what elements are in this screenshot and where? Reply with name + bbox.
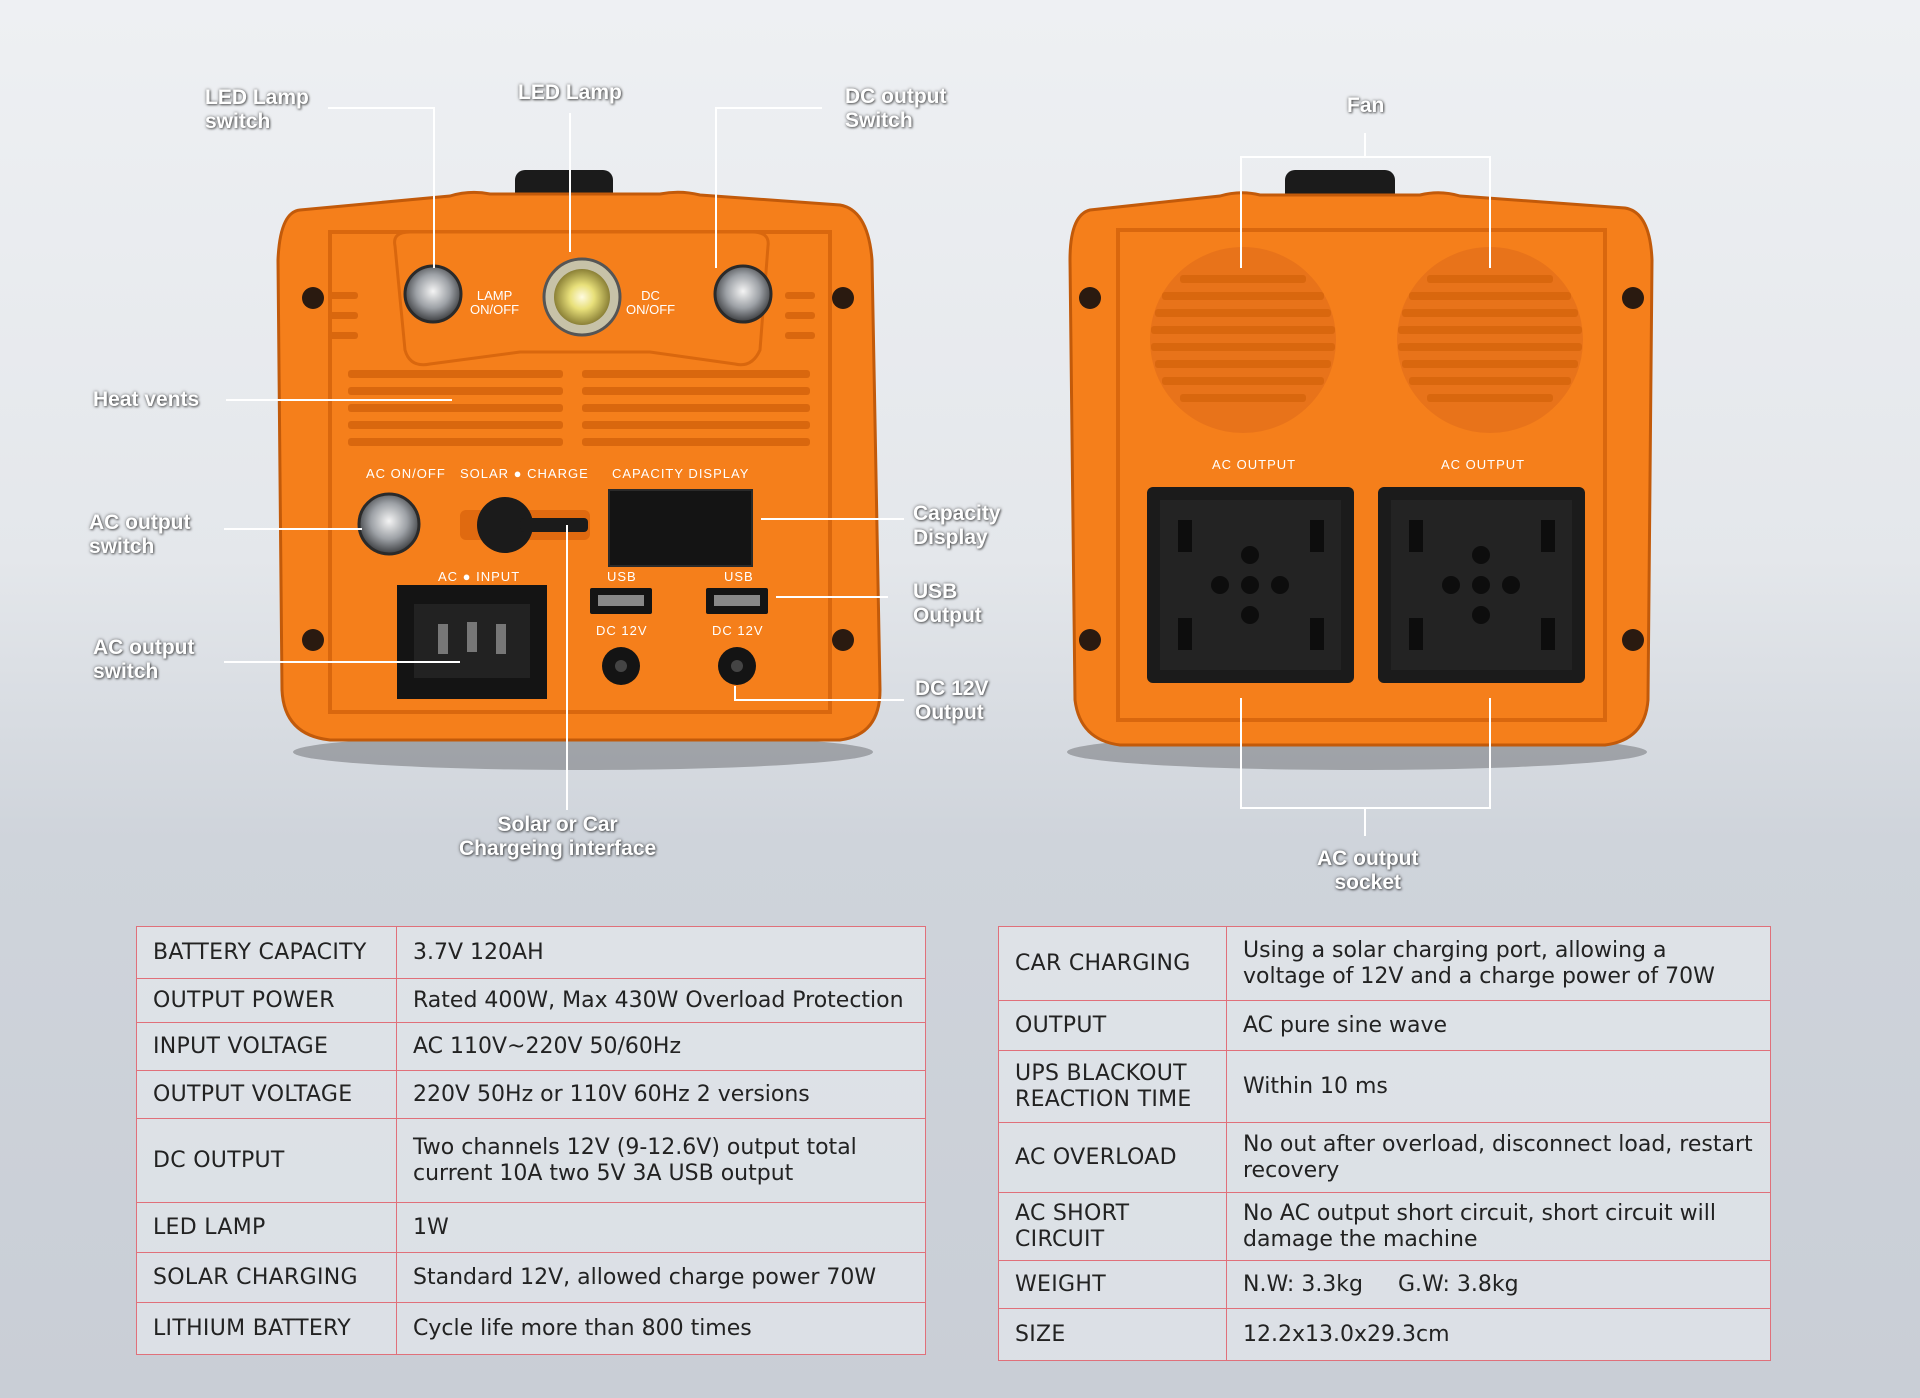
ac-onoff-label: AC ON/OFF [366, 466, 446, 481]
spec-value: 12.2x13.0x29.3cm [1226, 1308, 1771, 1361]
spec-value: Standard 12V, allowed charge power 70W [396, 1252, 926, 1303]
spec-value: AC pure sine wave [1226, 1000, 1771, 1051]
spec-key: AC SHORT CIRCUIT [998, 1192, 1227, 1261]
spec-key: BATTERY CAPACITY [136, 926, 397, 979]
spec-value: No AC output short circuit, short circui… [1226, 1192, 1771, 1261]
dc12v-label-2: DC 12V [712, 623, 764, 638]
ac-socket-2[interactable] [1378, 487, 1585, 683]
lamp-switch-button[interactable] [403, 264, 463, 324]
spec-value: No out after overload, disconnect load, … [1226, 1122, 1771, 1193]
heat-vents [348, 370, 810, 446]
fan-right [1397, 247, 1583, 433]
dc-onoff-label: DC ON/OFF [626, 288, 676, 317]
spec-key: AC OVERLOAD [998, 1122, 1227, 1193]
callout-lines [224, 107, 1491, 836]
spec-value: Within 10 ms [1226, 1050, 1771, 1123]
callout-ac-output-switch-2: AC output switch [93, 636, 195, 683]
spec-key: INPUT VOLTAGE [136, 1022, 397, 1071]
spec-value: Rated 400W, Max 430W Overload Protection [396, 978, 926, 1023]
callout-usb-output: USB Output [913, 580, 982, 627]
spec-value: N.W: 3.3kg G.W: 3.8kg [1226, 1260, 1771, 1309]
spec-key: SOLAR CHARGING [136, 1252, 397, 1303]
fan-left [1150, 247, 1336, 433]
spec-key: OUTPUT [998, 1000, 1227, 1051]
spec-value: AC 110V~220V 50/60Hz [396, 1022, 926, 1071]
ac-output-label-1: AC OUTPUT [1212, 457, 1297, 472]
callout-led-lamp-switch: LED Lamp switch [205, 86, 309, 133]
spec-key: OUTPUT POWER [136, 978, 397, 1023]
spec-key: SIZE [998, 1308, 1227, 1361]
spec-value: Cycle life more than 800 times [396, 1302, 926, 1355]
ac-switch-button[interactable] [357, 492, 421, 556]
callout-ac-output-switch: AC output switch [89, 511, 191, 558]
spec-key: WEIGHT [998, 1260, 1227, 1309]
callout-dc-12v-output: DC 12V Output [915, 677, 989, 724]
spec-key: LED LAMP [136, 1202, 397, 1253]
ac-output-label-2: AC OUTPUT [1441, 457, 1526, 472]
callout-ac-output-socket: AC output socket [1317, 847, 1419, 894]
capacity-display-label: CAPACITY DISPLAY [612, 466, 750, 481]
spec-value: 1W [396, 1202, 926, 1253]
spec-key: UPS BLACKOUT REACTION TIME [998, 1050, 1227, 1123]
spec-key: LITHIUM BATTERY [136, 1302, 397, 1355]
solar-charge-label: SOLAR ● CHARGE [460, 466, 589, 481]
ac-socket-1[interactable] [1147, 487, 1354, 683]
spec-key: CAR CHARGING [998, 926, 1227, 1001]
callout-led-lamp: LED Lamp [518, 81, 622, 104]
usb-label-1: USB [607, 569, 637, 584]
dc-switch-button[interactable] [713, 264, 773, 324]
usb-label-2: USB [724, 569, 754, 584]
callout-fan: Fan [1347, 94, 1385, 117]
dc12v-label-1: DC 12V [596, 623, 648, 638]
spec-key: OUTPUT VOLTAGE [136, 1070, 397, 1119]
spec-value: Using a solar charging port, allowing a … [1226, 926, 1771, 1001]
spec-value: Two channels 12V (9-12.6V) output total … [396, 1118, 926, 1203]
callout-heat-vents: Heat vents [93, 388, 200, 411]
spec-key: DC OUTPUT [136, 1118, 397, 1203]
solar-charge-port[interactable] [477, 497, 533, 553]
led-lamp [554, 269, 610, 325]
capacity-display-screen [608, 489, 753, 567]
spec-value: 220V 50Hz or 110V 60Hz 2 versions [396, 1070, 926, 1119]
callout-dc-output-switch: DC output Switch [845, 85, 947, 132]
ac-input-label: AC ● INPUT [438, 569, 521, 584]
spec-value: 3.7V 120AH [396, 926, 926, 979]
lamp-onoff-label: LAMP ON/OFF [470, 288, 520, 317]
callout-solar-car-interface: Solar or Car Chargeing interface [459, 813, 657, 860]
callout-capacity-display: Capacity Display [913, 502, 1001, 549]
front-device [276, 170, 882, 770]
back-device [1067, 170, 1654, 770]
